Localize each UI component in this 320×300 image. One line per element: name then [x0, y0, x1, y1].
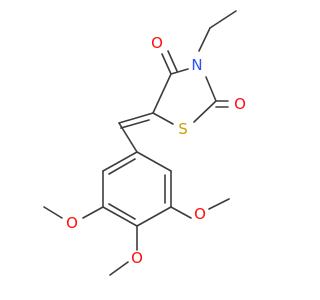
atom-o-left: O	[66, 214, 78, 232]
bond-o-left-me	[43, 206, 63, 219]
bond-c5-ch	[118, 112, 154, 124]
bond-ar3-o-left	[82, 206, 104, 219]
atom-n3: N	[191, 56, 202, 74]
bond-c4-n3	[170, 68, 189, 75]
bond-n3-c2	[205, 76, 217, 102]
bond-c4-o4-a	[161, 53, 172, 75]
atom-s1: S	[178, 120, 188, 138]
bond-ch2-ch3	[209, 10, 237, 29]
bond-s1-c5	[152, 112, 174, 125]
bond-o-right-me	[208, 198, 230, 210]
atom-o-bottom: O	[131, 249, 143, 267]
bond-c5-ch-inner	[120, 119, 150, 129]
bond-ar6-ar1	[136, 151, 172, 172]
bond-ar5-o-right	[170, 206, 192, 219]
bonds	[43, 10, 237, 276]
atom-o4: O	[151, 34, 163, 52]
bond-ar3-ar4	[102, 206, 138, 227]
bond-ar1-ar2	[102, 151, 138, 172]
atom-labels: O N O S O O O	[66, 34, 246, 267]
bond-c5-c4	[152, 73, 172, 114]
bond-o-bottom-me	[109, 261, 129, 276]
bond-c4-o4-b	[167, 50, 178, 72]
molecule-structure: O N O S O O O	[43, 10, 246, 276]
bond-ch-ar	[118, 122, 138, 153]
bond-c2-s1	[193, 100, 217, 123]
bond-n-ch2	[198, 27, 211, 52]
bond-ar3-ar4-inner	[108, 203, 136, 220]
bond-ar1-ar2-inner	[108, 158, 136, 175]
atom-o-right: O	[194, 205, 206, 223]
bond-ar4-ar5	[136, 206, 172, 227]
atom-o2: O	[234, 95, 246, 113]
structure-canvas: O N O S O O O	[43, 10, 246, 276]
